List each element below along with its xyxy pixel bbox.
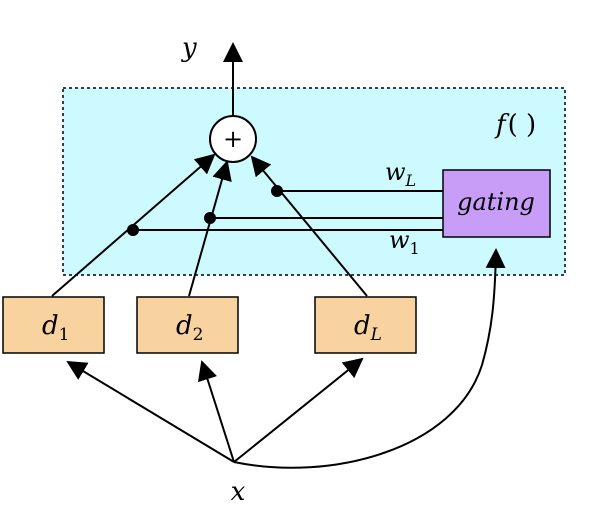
expert-label-2: d2 — [176, 311, 203, 345]
junction-dot-2 — [204, 212, 216, 224]
sum-symbol: + — [223, 125, 243, 153]
function-label: f( ) — [494, 110, 536, 140]
expert-box-L — [314, 296, 417, 354]
input-to-expert-1-arrow — [66, 360, 235, 463]
expert-label-L: dL — [354, 311, 382, 345]
input-label: x — [231, 477, 246, 507]
sum-node — [209, 115, 257, 163]
junction-dot-1 — [127, 224, 139, 236]
input-to-expert-L-arrow — [233, 357, 364, 463]
input-to-expert-2-arrow — [197, 360, 235, 463]
expert-box-2 — [136, 296, 239, 354]
gating-label: gating — [457, 188, 535, 216]
junction-dot-L — [271, 185, 283, 197]
input-to-gating-arrow — [233, 248, 506, 469]
gating-box — [442, 169, 551, 238]
output-label: y — [181, 33, 197, 63]
expert-L-to-sum-arrow — [250, 155, 368, 297]
expert-box-1 — [2, 296, 105, 354]
expert-2-to-sum-arrow — [188, 160, 232, 297]
weight-label-1: w1 — [389, 226, 420, 258]
weight-label-L: wL — [385, 158, 416, 190]
expert-label-1: d1 — [42, 311, 69, 345]
